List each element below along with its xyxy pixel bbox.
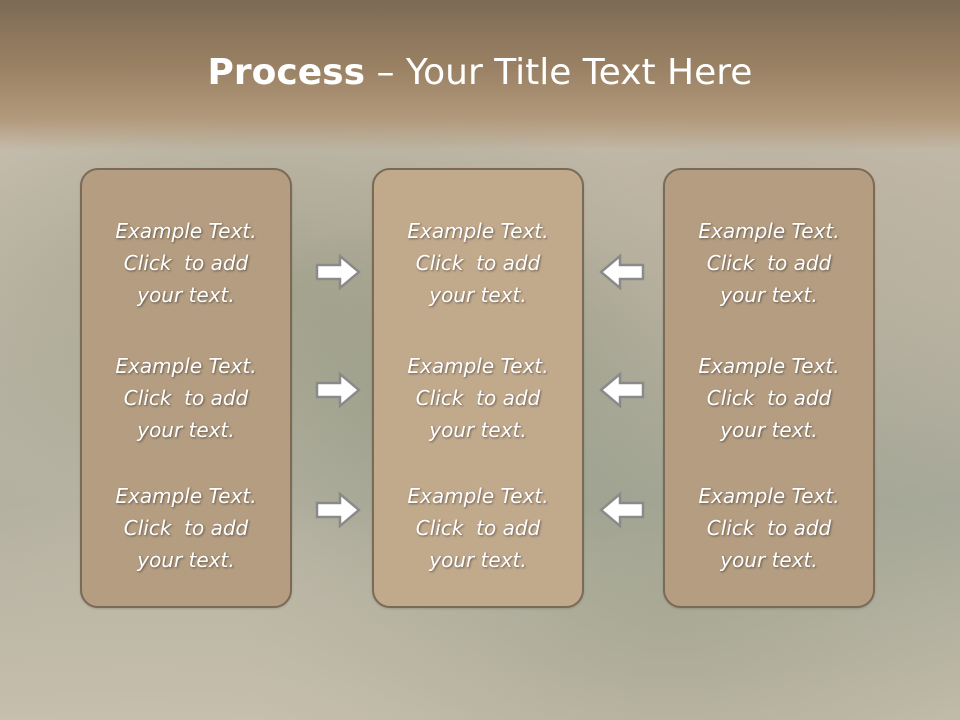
text-line: your text. — [429, 548, 527, 572]
arrow-left-icon — [599, 253, 645, 291]
text-line: your text. — [137, 418, 235, 442]
text-placeholder[interactable]: Example Text. Click to add your text. — [82, 215, 290, 311]
arrow-right-icon — [315, 491, 361, 529]
text-line: your text. — [429, 283, 527, 307]
slide-title[interactable]: Process – Your Title Text Here — [0, 52, 960, 93]
text-line: Click to add — [123, 386, 249, 410]
text-placeholder[interactable]: Example Text. Click to add your text. — [82, 480, 290, 576]
text-line: Click to add — [706, 386, 832, 410]
text-placeholder[interactable]: Example Text. Click to add your text. — [374, 215, 582, 311]
arrow-left-icon — [599, 491, 645, 529]
center-text-box[interactable]: Example Text. Click to add your text. Ex… — [372, 168, 584, 608]
text-line: your text. — [720, 418, 818, 442]
text-placeholder[interactable]: Example Text. Click to add your text. — [665, 350, 873, 446]
text-line: Click to add — [415, 516, 541, 540]
text-line: Click to add — [123, 516, 249, 540]
text-placeholder[interactable]: Example Text. Click to add your text. — [374, 480, 582, 576]
text-placeholder[interactable]: Example Text. Click to add your text. — [374, 350, 582, 446]
arrow-left-icon — [599, 371, 645, 409]
text-line: Example Text. — [407, 484, 549, 508]
text-line: Example Text. — [407, 219, 549, 243]
title-rest: – Your Title Text Here — [365, 52, 753, 93]
text-line: Example Text. — [115, 484, 257, 508]
title-band — [0, 0, 960, 150]
text-line: Example Text. — [698, 484, 840, 508]
arrow-right-icon — [315, 371, 361, 409]
text-line: your text. — [429, 418, 527, 442]
arrow-right-icon — [315, 253, 361, 291]
text-line: Example Text. — [407, 354, 549, 378]
text-line: Example Text. — [115, 219, 257, 243]
text-line: your text. — [137, 548, 235, 572]
text-placeholder[interactable]: Example Text. Click to add your text. — [665, 215, 873, 311]
text-line: your text. — [137, 283, 235, 307]
text-placeholder[interactable]: Example Text. Click to add your text. — [82, 350, 290, 446]
text-line: your text. — [720, 283, 818, 307]
text-line: Click to add — [415, 251, 541, 275]
text-line: your text. — [720, 548, 818, 572]
text-line: Click to add — [706, 251, 832, 275]
text-line: Example Text. — [115, 354, 257, 378]
title-bold-word: Process — [207, 52, 366, 93]
text-line: Click to add — [123, 251, 249, 275]
text-line: Example Text. — [698, 354, 840, 378]
text-line: Click to add — [415, 386, 541, 410]
left-text-box[interactable]: Example Text. Click to add your text. Ex… — [80, 168, 292, 608]
text-placeholder[interactable]: Example Text. Click to add your text. — [665, 480, 873, 576]
right-text-box[interactable]: Example Text. Click to add your text. Ex… — [663, 168, 875, 608]
text-line: Click to add — [706, 516, 832, 540]
text-line: Example Text. — [698, 219, 840, 243]
